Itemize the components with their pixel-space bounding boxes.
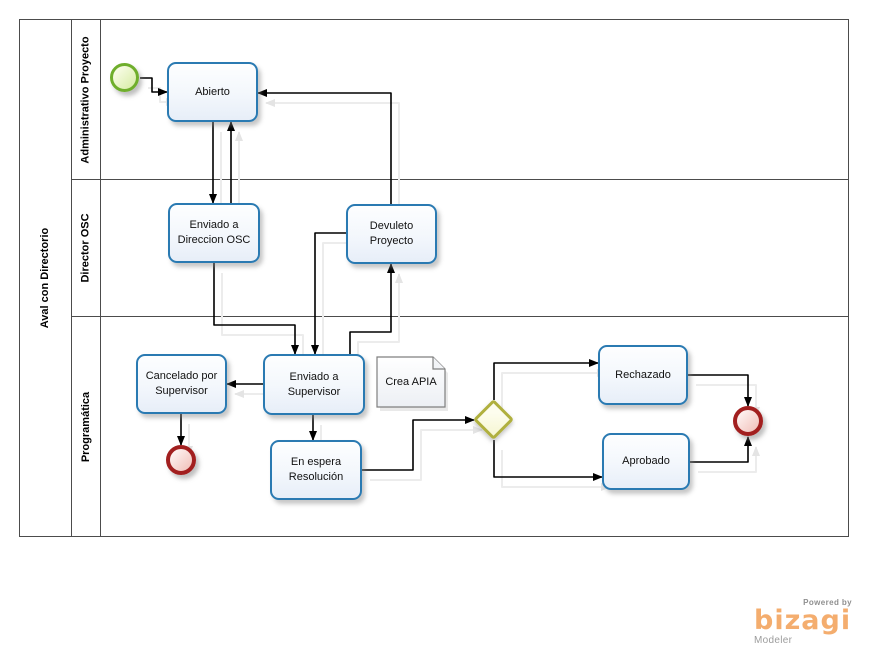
task-label: Cancelado por Supervisor [145,370,218,397]
task-enviado-a-direccion-osc[interactable]: Enviado a Direccion OSC [168,203,260,263]
pool-aval-con-directorio[interactable]: Aval con Directorio Administrativo Proye… [19,19,849,537]
lane-header-programatica[interactable]: Programática [72,317,101,536]
task-enviado-a-supervisor[interactable]: Enviado a Supervisor [263,354,365,415]
lane-header-director-osc[interactable]: Director OSC [72,180,101,316]
flow-devuleto-to-enviado-supervisor[interactable] [311,232,346,355]
flow-gateway-to-rechazado[interactable] [493,359,599,400]
task-label: Abierto [195,85,230,98]
end-event-cancelado-icon[interactable] [166,445,196,475]
task-cancelado-por-supervisor[interactable]: Cancelado por Supervisor [136,354,227,414]
powered-by-text: Powered by [803,598,852,607]
start-event-icon[interactable] [110,63,139,92]
task-en-espera-resolucion[interactable]: En espera Resolución [270,440,362,500]
modeler-text: Modeler [754,634,793,646]
flow-en-espera-to-gateway[interactable] [362,416,475,471]
task-label: Rechazado [615,368,671,381]
task-label: Enviado a Direccion OSC [177,219,251,246]
task-abierto[interactable]: Abierto [167,62,258,122]
task-aprobado[interactable]: Aprobado [602,433,690,490]
flow-enviado-direccion-to-enviado-supervisor[interactable] [213,263,299,355]
connector-shadows [148,87,760,491]
pool-header[interactable]: Aval con Directorio [20,20,72,536]
lane-director-osc[interactable]: Director OSC [72,180,848,317]
flow-devuleto-to-abierto[interactable] [257,89,392,204]
task-devuleto-proyecto[interactable]: Devuleto Proyecto [346,204,437,264]
flow-enviado-supervisor-to-devuleto[interactable] [349,263,395,354]
bizagi-branding: Powered by bizagi Modeler [754,598,854,646]
flow-rechazado-to-end-event[interactable] [688,374,752,407]
document-fold-corner-icon [432,357,445,370]
data-object-label: Crea APIA [385,376,437,388]
end-event-final-icon[interactable] [733,406,763,436]
flow-aprobado-to-end-event[interactable] [690,436,752,463]
flow-start-to-abierto[interactable] [140,77,168,96]
lane-programatica[interactable]: Programática [72,317,848,536]
data-object-crea-apia[interactable] [376,356,448,411]
task-label: Devuleto Proyecto [369,220,414,247]
task-label: Aprobado [622,455,670,468]
lane-administrativo-proyecto[interactable]: Administrativo Proyecto [72,20,848,180]
task-label: En espera Resolución [288,456,344,483]
task-rechazado[interactable]: Rechazado [598,345,688,405]
task-label: Enviado a Supervisor [287,370,341,398]
lane-header-administrativo[interactable]: Administrativo Proyecto [72,20,101,179]
bizagi-logo: bizagi [754,605,852,636]
flow-gateway-to-aprobado[interactable] [493,440,603,481]
